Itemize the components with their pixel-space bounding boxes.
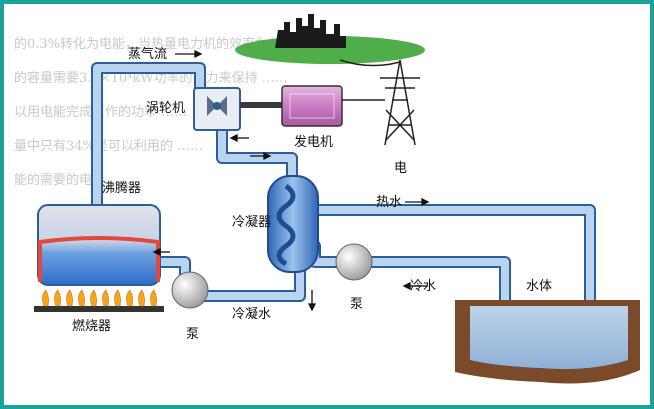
bg-line-2: 的容量需要3.5×10⁴kW功率的电力来保持 …… xyxy=(14,70,288,86)
condenser xyxy=(267,175,319,273)
burner xyxy=(34,289,164,312)
label-hot-water: 热水 xyxy=(376,195,402,210)
label-cold-water: 冷水 xyxy=(410,279,436,294)
label-boiler: 沸腾器 xyxy=(102,180,141,196)
label-generator: 发电机 xyxy=(294,134,333,150)
pump-right xyxy=(335,243,373,281)
water-body xyxy=(455,300,640,384)
power-tower xyxy=(339,59,420,146)
bg-line-5: 能的需要的电量 …… xyxy=(14,172,135,188)
label-electricity: 电 xyxy=(394,161,407,176)
label-condenser: 冷凝器 xyxy=(232,214,271,230)
label-pump-left: 泵 xyxy=(186,327,199,342)
boiler xyxy=(37,204,161,286)
label-pump-right: 泵 xyxy=(350,297,363,312)
pump-left xyxy=(171,271,209,309)
flow-arrows xyxy=(152,49,430,312)
label-condensed-water: 冷凝水 xyxy=(232,306,271,322)
labels: 蒸气流 涡轮机 发电机 电 沸腾器 冷凝器 热水 冷水 水体 泵 泵 冷凝水 燃… xyxy=(72,46,552,342)
bg-line-4: 量中只有34%是可以利用的 …… xyxy=(14,138,203,154)
drive-shaft xyxy=(240,102,282,108)
label-turbine: 涡轮机 xyxy=(146,101,185,116)
label-water-body: 水体 xyxy=(526,279,552,294)
label-burner: 燃烧器 xyxy=(72,318,111,334)
city-skyline xyxy=(235,14,425,64)
turbine xyxy=(193,87,241,131)
generator xyxy=(281,85,343,127)
label-steam-flow: 蒸气流 xyxy=(128,46,167,62)
